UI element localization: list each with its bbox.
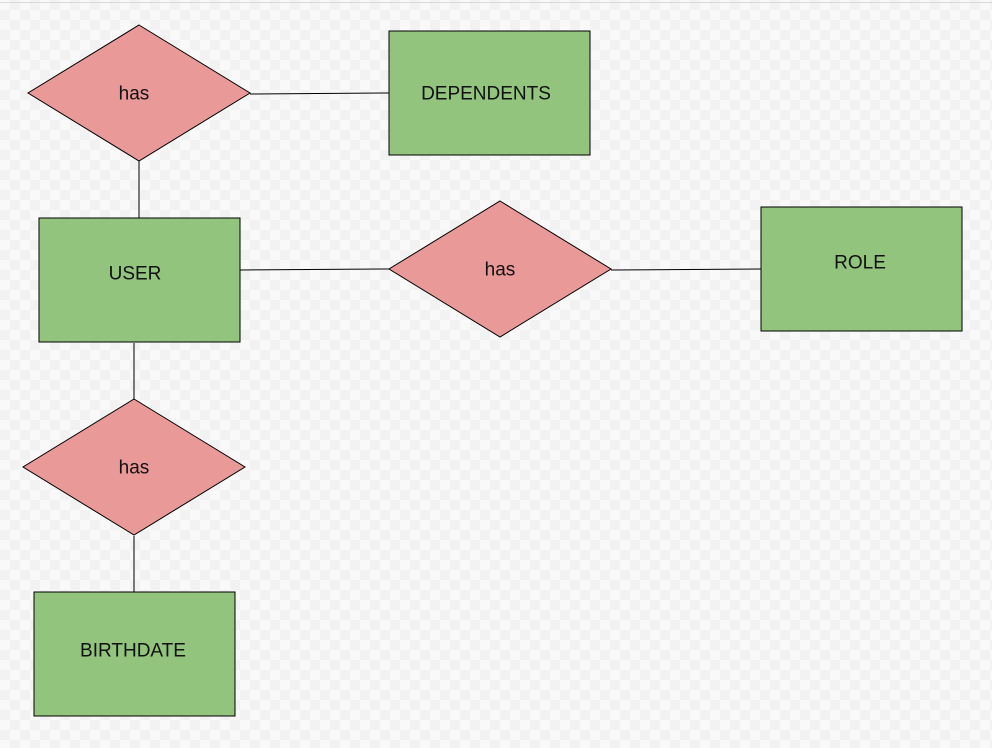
relationship-diamond: [22, 398, 246, 536]
entity-user[interactable]: USER: [38, 217, 241, 343]
entity-label: ROLE: [834, 253, 886, 274]
connector-user-has-role: [239, 268, 390, 271]
relationship-label: has: [119, 458, 150, 479]
relationship-diamond: [388, 200, 612, 338]
entity-label: DEPENDENTS: [421, 84, 551, 105]
entity-role[interactable]: ROLE: [760, 206, 963, 332]
relationship-user-birthdate[interactable]: has: [22, 398, 246, 536]
entity-dependents[interactable]: DEPENDENTS: [388, 30, 591, 156]
entity-box: [38, 217, 241, 343]
relationship-label: has: [485, 260, 516, 281]
relationship-label: has: [119, 84, 150, 105]
entity-box: [33, 591, 236, 717]
relationship-user-role[interactable]: has: [388, 200, 612, 338]
connectors: [133, 92, 762, 592]
connector-has-dependents: [249, 92, 390, 95]
connector-has-role: [610, 268, 762, 271]
entity-birthdate[interactable]: BIRTHDATE: [33, 591, 236, 717]
entity-label: BIRTHDATE: [80, 641, 186, 662]
entity-box: [760, 206, 963, 332]
relationship-user-dependents[interactable]: has: [27, 24, 251, 162]
entity-box: [388, 30, 591, 156]
relationship-diamond: [27, 24, 251, 162]
entity-label: USER: [109, 264, 162, 285]
top-divider: [0, 2, 992, 3]
